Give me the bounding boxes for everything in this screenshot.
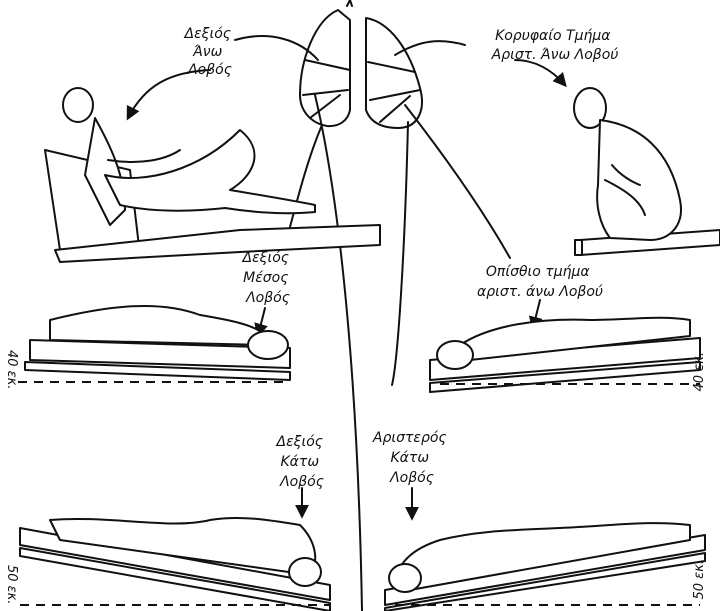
label-right-lower-lobe: Δεξιός Κάτω Λοβός: [276, 434, 328, 490]
elevation-label-right-bottom: 50 εκ.: [692, 560, 707, 600]
elevation-label-right-middle: 40 εκ.: [692, 352, 707, 392]
elevation-label-left-bottom: 50 εκ.: [4, 565, 19, 605]
figure-prone-right: [430, 318, 700, 392]
label-right-upper-lobe: Δεξιός Άνω Λοβός: [184, 26, 236, 78]
label-left-lower-lobe: Αριστερός Κάτω Λοβός: [372, 430, 451, 486]
label-left-upper-posterior: Οπίσθιο τμήμα αριστ. άνω Λοβού: [477, 264, 603, 300]
label-right-middle-lobe: Δεξιός Μέσος Λοβός: [242, 250, 294, 306]
label-left-upper-apical: Κορυφαίο Τμήμα Αριστ. Άνω Λοβού: [491, 28, 619, 63]
figure-sidelying-left: [20, 518, 330, 611]
figure-prone-left: [25, 306, 290, 380]
figure-sidelying-right: [385, 523, 705, 611]
figure-sitting-forward: [574, 88, 720, 255]
elevation-label-left-middle: 40 εκ.: [4, 350, 19, 390]
